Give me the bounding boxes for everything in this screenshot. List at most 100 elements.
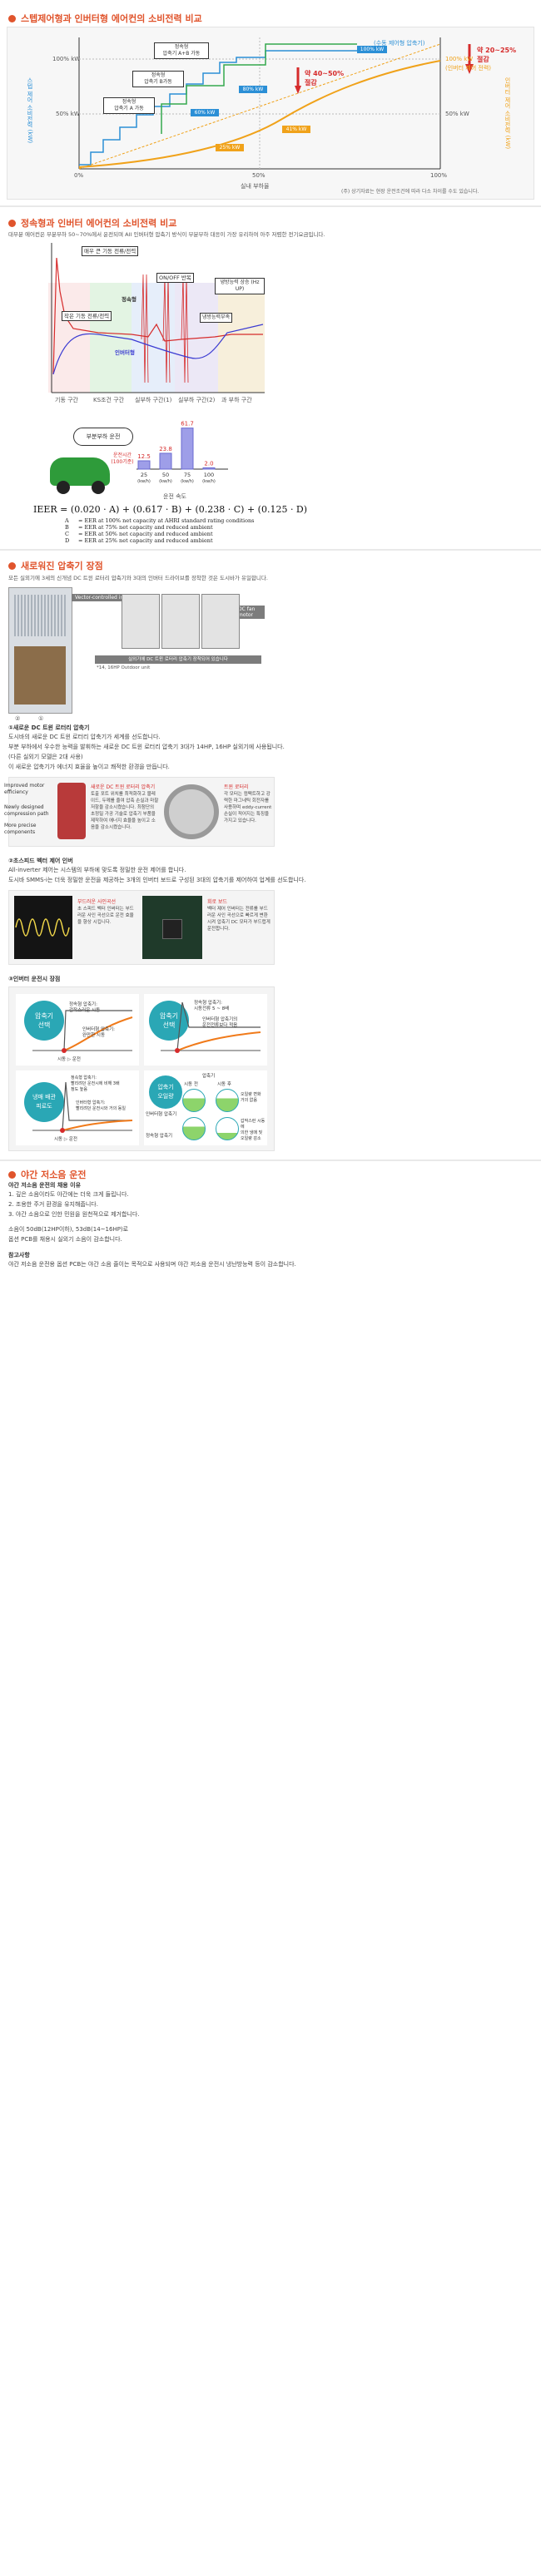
section1-footnote: (주) 상기자료는 현장 운전조건에 따라 다소 차이를 수도 있습니다. <box>341 189 479 195</box>
label-heat: 냉방능력부족 <box>200 313 233 323</box>
comp-label-1: Improved motor efficiency <box>4 783 45 795</box>
ieer-formula: IEER = (0.020 · A) + (0.617 · B) + (0.23… <box>33 504 308 515</box>
sub1-text: 도시바의 새로운 DC 트윈 로터리 압축기가 세계를 선도합니다. 부분 부하… <box>8 734 285 770</box>
sub1-title: ①새로운 DC 트윈 로터리 압축기 <box>8 724 90 731</box>
section2-title: 정속형과 인버터 에어컨의 소비전력 비교 <box>8 216 176 230</box>
rotor-body: 각 모터는 컴팩트하고 강력한 마그네틱 회전자를 사용하며 eddy-curr… <box>224 792 272 823</box>
car-label: 운전시간 (100기준) <box>111 452 134 465</box>
tick-label-1: 50 <box>162 472 169 478</box>
inverter-board-figure: Vector-controlled inverter DC fan motor … <box>72 582 265 674</box>
adv4-note2: 갑작스런 시동에 의한 냉매 및 오일량 감소 <box>241 1119 266 1141</box>
outdoor-unit-figure <box>8 587 72 714</box>
pcb-body: 벡터 제어 인버터는 전류를 부드러운 사인 곡선으로 빠르게 변환시켜 압축기… <box>207 907 270 932</box>
label-onoff: ON/OFF 반복 <box>156 273 194 283</box>
adv-card-2: 압축기 선택 정속형 압축기: 시동전류 5 ~ 8배 인버터형 압축기의 운전… <box>144 994 267 1066</box>
adv3-circle: 냉매 배관 피로도 <box>24 1082 64 1122</box>
board-3 <box>201 594 240 649</box>
right-axis-label: 인버터 제어 소비전력 (kW) <box>504 77 511 150</box>
s4-lines: 1. 깊은 소음이라도 야간에는 더욱 크게 들립니다. 2. 조용한 주거 환… <box>8 1191 140 1218</box>
y-left-top: 100% kW <box>52 56 81 62</box>
waveform-image <box>14 896 72 959</box>
label-cooling: 냉방능력 상승 (Hz UP) <box>215 278 265 294</box>
inverter-advantages-panel: 압축기 선택 정속형 압축기: 갑작스러운 시동 인버터형 압축기: 완만한 시… <box>8 986 275 1151</box>
x-tick-50: 50% <box>252 172 266 179</box>
pcb-head: 회로 보드 <box>207 899 227 905</box>
s4-head1: 야간 저소음 운전의 채용 이유 <box>8 1182 82 1189</box>
bar-0 <box>137 460 151 470</box>
oil-after-fixed <box>216 1117 239 1140</box>
wave-head: 부드러운 사인곡선 <box>77 899 117 905</box>
x-axis-label: 실내 부하율 <box>241 183 270 190</box>
s4-line2: 소음이 50dB(12HP이하), 53dB(14~16HP)로 <box>8 1226 129 1233</box>
adv4-row-inv: 인버터형 압축기 <box>146 1112 177 1117</box>
bullet-icon <box>8 15 16 22</box>
bar-2 <box>181 428 194 470</box>
bar-value-1: 23.8 <box>159 446 172 452</box>
tick-label-0: (kw/h) <box>137 479 151 484</box>
marker-2: ② <box>15 715 21 722</box>
tick-label-0: 25 <box>141 472 147 478</box>
compressor-area <box>14 646 66 705</box>
adv2-b: 인버터형 압축기의 운전전류보다 적음 <box>202 1017 238 1028</box>
adv1-b: 인버터형 압축기: 완만한 시동 <box>82 1027 116 1038</box>
box-c: 정속형 압축기 A 가동 <box>103 97 155 114</box>
bar-1 <box>159 452 172 470</box>
adv4-note1: 오일량 변화 거의 없음 <box>241 1092 261 1103</box>
oil-before-fixed <box>182 1117 206 1140</box>
oil-before-inv <box>182 1089 206 1112</box>
label-startup: 매우 큰 기동 전류/전력 <box>82 246 139 256</box>
section1-title: 스텝제어형과 인버터형 에어컨의 소비전력 비교 <box>8 12 202 25</box>
wave-body: 초 스피드 벡터 인버터는 부드러운 사인 곡선으로 운전 효율을 향상 시킵니… <box>77 907 134 925</box>
divider <box>0 205 541 207</box>
wheel-icon <box>92 481 105 494</box>
s4-line4: 야간 저소음 운전용 옵션 PCB는 야간 소음 줄이는 목적으로 사용되며 야… <box>8 1261 296 1268</box>
def-d: D= EER at 25% net capacity and reduced a… <box>65 537 213 544</box>
label-fixed: 정속형 <box>122 296 136 303</box>
divider <box>0 1159 541 1161</box>
inverter-wave-panel: 부드러운 사인곡선 초 스피드 벡터 인버터는 부드러운 사인 곡선으로 운전 … <box>8 890 275 965</box>
tag-60: 60% kW <box>191 109 219 116</box>
left-axis-label: 스텝 제어 소비전력 (kW) <box>27 77 33 144</box>
legend-top: (수동 제어형 압축기) <box>374 40 425 47</box>
tick-label-3: (kw/h) <box>202 479 216 484</box>
compressor-panel: Improved motor efficiency Newly designed… <box>4 777 275 847</box>
section3-intro: 모든 실외기에 3세의 신개념 DC 트윈 로터리 압축기와 3대의 인버터 드… <box>8 575 268 581</box>
comp-label-2: Newly designed compression path <box>4 804 49 817</box>
adv-card-1: 압축기 선택 정속형 압축기: 갑작스러운 시동 인버터형 압축기: 완만한 시… <box>16 994 139 1066</box>
vci-label: Vector-controlled inverter <box>72 594 142 601</box>
s4-line3: 옵션 PCB를 채용시 실외기 소음이 감소합니다. <box>8 1236 122 1243</box>
compressor-image <box>57 783 86 839</box>
section2-intro: 대부분 에어컨은 부분부하 50~70%에서 운전되며 AII 인버터형 압축기… <box>8 231 325 238</box>
operation-comparison-diagram: 매우 큰 기동 전류/전력 ON/OFF 반복 정속형 작은 기동 전류/전력 … <box>48 241 265 408</box>
x-tick-100: 100% <box>430 172 448 179</box>
bar-value-0: 12.5 <box>137 453 151 460</box>
callout-right: 약 20~25% 절감 <box>477 47 517 63</box>
adv4-circle: 압축기 오일량 <box>149 1075 182 1109</box>
phase-0: 기동 구간 <box>55 397 78 403</box>
bar-3 <box>202 467 216 470</box>
pcb-image <box>142 896 202 959</box>
board-1 <box>122 594 160 649</box>
rotor-image <box>164 784 219 839</box>
tag-25: 25% kW <box>216 144 244 151</box>
adv1-a: 정속형 압축기: 갑작스러운 시동 <box>69 1002 101 1013</box>
adv4-head: 압축기 <box>202 1074 216 1079</box>
tag-100: 100% kW <box>357 46 387 53</box>
box-a: 정속형 압축기 A+B 가동 <box>154 42 209 59</box>
bullet-icon <box>8 220 16 227</box>
x-tick-0: 0% <box>74 172 84 179</box>
marker-1: ① <box>38 715 44 722</box>
comp-body: 토출 포트 위치를 최적화하고 블레이드, 두께를 줄여 압축 손실과 마찰 저… <box>91 792 159 830</box>
phase-4: 과 부하 구간 <box>221 397 252 403</box>
tick-label-2: 75 <box>184 472 191 478</box>
sub2-title: ②초스피드 벡터 제어 인버 <box>8 858 73 864</box>
rotor-head: 트윈 로터리 <box>224 784 249 790</box>
adv3-b: 인버터형 압축기: 빨리려던 운전시와 거의 동일 <box>76 1100 126 1111</box>
grille <box>14 595 66 636</box>
def-b: B= EER at 75% net capacity and reduced a… <box>65 524 213 531</box>
def-a: A= EER at 100% net capacity at AHRI stan… <box>65 517 255 524</box>
wheel-icon <box>57 481 70 494</box>
adv4-col-before: 시동 전 <box>184 1082 198 1087</box>
box-b: 정속형 압축기 B가동 <box>132 71 184 87</box>
